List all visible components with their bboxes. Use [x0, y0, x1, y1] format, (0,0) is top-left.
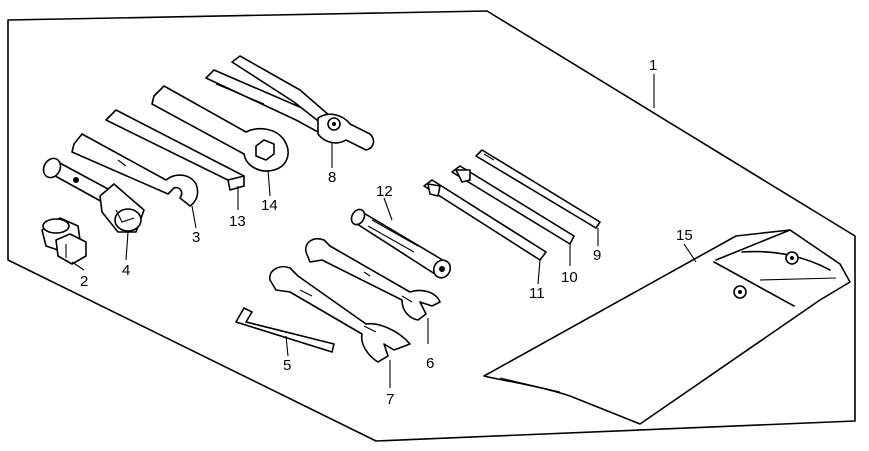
callout-3: 3 — [192, 229, 200, 246]
socket-adapter — [41, 217, 87, 265]
callout-12: 12 — [376, 183, 393, 200]
callout-6: 6 — [426, 355, 434, 372]
callout-4: 4 — [122, 262, 130, 279]
ring-wrench — [151, 85, 289, 172]
callout-2: 2 — [80, 273, 88, 290]
leader-5 — [285, 335, 289, 357]
callout-14: 14 — [261, 197, 278, 214]
open-end-wrench-upper — [304, 237, 441, 321]
screwdriver-bit-10 — [451, 165, 575, 245]
leader-12 — [383, 197, 393, 221]
leader-3 — [191, 205, 197, 229]
callout-15: 15 — [676, 227, 693, 244]
leader-11 — [537, 259, 541, 285]
callout-7: 7 — [386, 391, 394, 408]
leader-15 — [683, 243, 697, 263]
callout-8: 8 — [328, 169, 336, 186]
callout-13: 13 — [229, 213, 246, 230]
callout-9: 9 — [593, 247, 601, 264]
leader-4 — [125, 231, 129, 261]
flat-lever — [105, 109, 245, 191]
callout-5: 5 — [283, 357, 291, 374]
screwdriver-bit-9 — [475, 149, 601, 229]
open-end-wrench-lower — [269, 265, 411, 363]
leader-14 — [267, 169, 271, 197]
leader-2 — [71, 261, 85, 271]
screwdriver-shaft — [423, 179, 547, 261]
hex-key — [235, 307, 335, 353]
callout-11: 11 — [529, 285, 545, 302]
callout-10: 10 — [561, 269, 578, 286]
hook-spanner — [71, 133, 199, 207]
kit-boundary-outline — [7, 10, 856, 442]
tool-bag — [483, 229, 851, 425]
box-wrench — [42, 157, 145, 233]
screwdriver-handle — [350, 208, 452, 279]
pliers — [205, 55, 375, 151]
callout-1: 1 — [649, 57, 657, 74]
